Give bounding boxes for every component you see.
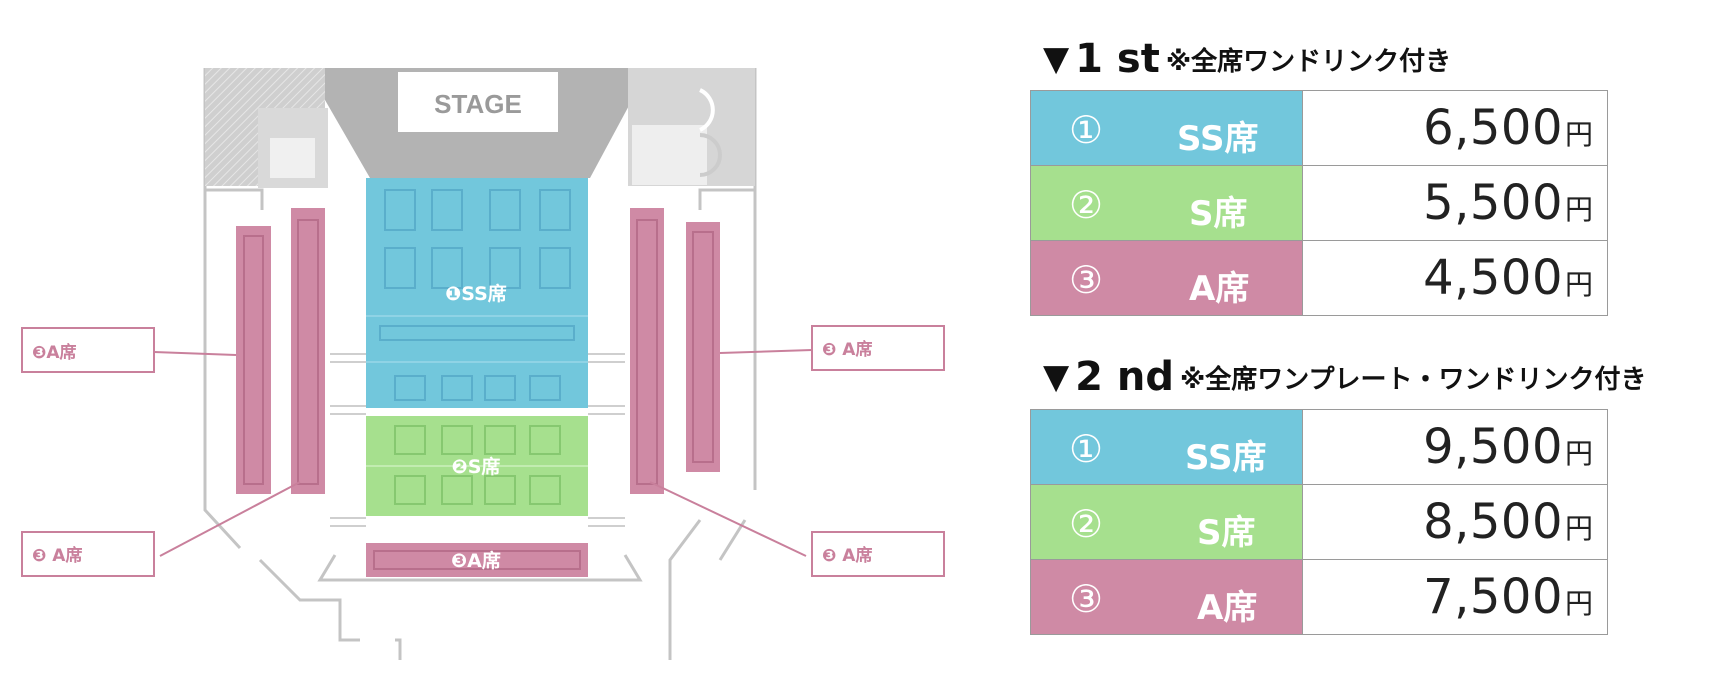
seat-label-cell: ③ A席 — [1030, 559, 1303, 635]
table-row: ③ A席 7,500円 — [1030, 559, 1608, 635]
triangle-down-icon: ▼ — [1043, 357, 1070, 397]
callout-right-bottom: ❸ A席 — [649, 481, 945, 577]
callout-right-top-label: ❸ A席 — [822, 339, 872, 360]
section-heading: 2 nd — [1075, 354, 1175, 400]
zone-s[interactable]: ❷S席 — [366, 416, 588, 516]
callout-left-bottom: ❸ A席 — [21, 481, 301, 577]
zone-a-sides[interactable] — [236, 208, 720, 494]
zone-a-bottom-label: ❸A席 — [451, 549, 501, 572]
seating-floor-plan: STAGE ❶SS席 ❷S席 — [21, 68, 945, 660]
zone-ss[interactable]: ❶SS席 — [366, 178, 588, 408]
seat-number: ① — [1069, 108, 1104, 152]
callout-right-bottom-label: ❸ A席 — [822, 545, 872, 566]
zone-ss-label: ❶SS席 — [445, 282, 507, 305]
left-side-room-inner — [270, 138, 315, 178]
seat-number: ② — [1069, 502, 1104, 546]
price-unit: 円 — [1564, 587, 1593, 620]
price-cell: 4,500円 — [1302, 240, 1608, 316]
seat-number: ③ — [1069, 577, 1104, 621]
seat-label-cell: ① SS席 — [1030, 90, 1303, 166]
price-unit: 円 — [1564, 193, 1593, 226]
price-table-2nd: ① SS席 9,500円 ② S席 8,500円 ③ A席 7,500円 — [1030, 409, 1608, 635]
price-amount: 7,500 — [1423, 569, 1563, 625]
callout-left-top: ❸A席 — [21, 327, 237, 373]
table-row: ② S席 5,500円 — [1030, 165, 1608, 241]
callout-left-top-label: ❸A席 — [32, 342, 77, 363]
price-cell: 8,500円 — [1302, 484, 1608, 560]
price-amount: 8,500 — [1423, 494, 1563, 550]
callout-right-top: ❸ A席 — [719, 325, 945, 371]
table-row: ① SS席 9,500円 — [1030, 409, 1608, 485]
price-cell: 6,500円 — [1302, 90, 1608, 166]
section-note: ※全席ワンドリンク付き — [1165, 46, 1452, 77]
zone-s-label: ❷S席 — [452, 455, 501, 478]
price-amount: 5,500 — [1423, 175, 1563, 231]
section-heading: 1 st — [1075, 36, 1160, 82]
seat-number: ② — [1069, 183, 1104, 227]
seat-label-cell: ② S席 — [1030, 165, 1303, 241]
seat-name: A席 — [1189, 269, 1250, 309]
zone-a-side-seats — [243, 219, 714, 485]
price-amount: 6,500 — [1423, 100, 1563, 156]
price-unit: 円 — [1564, 437, 1593, 470]
price-cell: 7,500円 — [1302, 559, 1608, 635]
price-unit: 円 — [1564, 268, 1593, 301]
section-note: ※全席ワンプレート・ワンドリンク付き — [1180, 364, 1647, 395]
seat-name: SS席 — [1185, 438, 1267, 478]
section-title-2nd: ▼2 nd※全席ワンプレート・ワンドリンク付き — [1043, 354, 1647, 400]
seat-name: SS席 — [1177, 119, 1259, 159]
stage-label: STAGE — [434, 89, 522, 119]
seat-name: S席 — [1197, 513, 1256, 553]
triangle-down-icon: ▼ — [1043, 39, 1070, 79]
seat-name: S席 — [1189, 194, 1248, 234]
right-side-stair-2 — [699, 133, 722, 177]
right-side-stair — [699, 88, 715, 132]
stage-box — [398, 72, 558, 132]
seat-label-cell: ① SS席 — [1030, 409, 1303, 485]
table-row: ③ A席 4,500円 — [1030, 240, 1608, 316]
zone-a-bottom[interactable]: ❸A席 — [366, 543, 588, 577]
seat-label-cell: ③ A席 — [1030, 240, 1303, 316]
callout-left-bottom-label: ❸ A席 — [32, 545, 82, 566]
table-row: ② S席 8,500円 — [1030, 484, 1608, 560]
price-table-1st: ① SS席 6,500円 ② S席 5,500円 ③ A席 4,500円 — [1030, 90, 1608, 316]
section-title-1st: ▼1 st※全席ワンドリンク付き — [1043, 36, 1451, 82]
seat-label-cell: ② S席 — [1030, 484, 1303, 560]
table-row: ① SS席 6,500円 — [1030, 90, 1608, 166]
price-cell: 9,500円 — [1302, 409, 1608, 485]
price-amount: 9,500 — [1423, 419, 1563, 475]
price-amount: 4,500 — [1423, 250, 1563, 306]
price-unit: 円 — [1564, 512, 1593, 545]
price-unit: 円 — [1564, 118, 1593, 151]
seat-number: ① — [1069, 427, 1104, 471]
seat-number: ③ — [1069, 258, 1104, 302]
seat-name: A席 — [1197, 588, 1258, 628]
aisle-steps — [330, 353, 625, 527]
price-cell: 5,500円 — [1302, 165, 1608, 241]
right-side-room-inner — [632, 125, 707, 185]
